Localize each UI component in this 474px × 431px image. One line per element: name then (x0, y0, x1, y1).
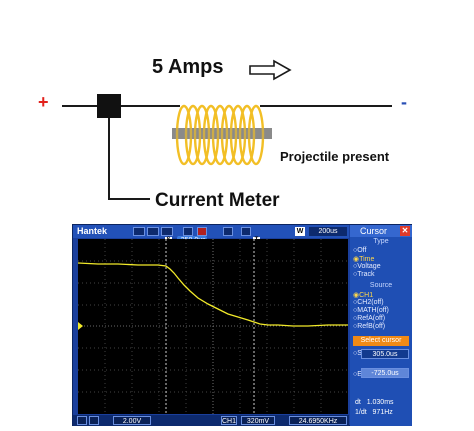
trigger-edge-icon[interactable] (183, 227, 193, 236)
cursor-s-radio[interactable]: ○S (353, 350, 362, 357)
mode-indicator: W (295, 227, 305, 236)
circuit-diagram (62, 59, 392, 200)
measure-icon[interactable] (147, 227, 159, 236)
inverse-dt-readout: 1/dt 971Hz (355, 409, 393, 416)
cursor-icon[interactable] (161, 227, 173, 236)
negative-terminal: - (401, 92, 407, 112)
type-option-time[interactable]: ◉Time (353, 256, 375, 263)
timebase-readout[interactable]: 200us (309, 227, 347, 236)
trigger-channel: CH1 (221, 416, 237, 425)
ch2-icon[interactable] (89, 416, 99, 425)
source-option-refa[interactable]: ○RefA(off) (353, 315, 386, 322)
meter-leader (108, 118, 150, 200)
record-icon[interactable] (197, 227, 207, 236)
source-option-ch2[interactable]: ○CH2(off) (353, 299, 384, 306)
save-icon[interactable] (223, 227, 233, 236)
oscilloscope-screen: Hantek W 200us S -250.0us T (72, 224, 412, 426)
waveform-icon[interactable] (133, 227, 145, 236)
type-option-voltage[interactable]: ○Voltage (353, 263, 381, 270)
cursor-e-radio[interactable]: ○E (353, 371, 362, 378)
dt-readout: dt 1.030ms (355, 399, 394, 406)
cursor-panel: Cursor ✕ Type ○Off ◉Time ○Voltage ○Track… (350, 225, 412, 426)
select-cursor-button[interactable]: Select cursor (353, 336, 409, 346)
cursor-e-value[interactable]: -725.0us (361, 368, 409, 378)
type-option-off[interactable]: ○Off (353, 247, 367, 254)
trigger-level[interactable]: 320mV (241, 416, 275, 425)
close-icon[interactable]: ✕ (400, 226, 410, 236)
source-option-ch1[interactable]: ◉CH1 (353, 292, 374, 299)
positive-terminal: + (38, 92, 49, 112)
scope-graticule (78, 239, 348, 414)
print-icon[interactable] (241, 227, 251, 236)
coil (175, 104, 265, 166)
ch1-scale[interactable]: 2.00V (113, 416, 151, 425)
source-option-math[interactable]: ○MATH(off) (353, 307, 389, 314)
meter-label: Current Meter (155, 190, 280, 211)
cursor-s-value[interactable]: 305.0us (361, 349, 409, 359)
meter-box (97, 94, 121, 118)
scope-top-bar: Hantek W 200us (73, 225, 349, 238)
arrow-right-icon (249, 59, 292, 81)
source-header: Source (369, 282, 393, 289)
scope-bottom-bar: 2.00V CH1 320mV 24.6950KHz (73, 415, 349, 426)
ch1-trace (78, 262, 348, 327)
ch1-level-marker[interactable] (78, 322, 83, 330)
ch1-icon[interactable] (77, 416, 87, 425)
type-header: Type (373, 238, 389, 245)
projectile-core-front (172, 128, 272, 139)
source-option-refb[interactable]: ○RefB(off) (353, 323, 386, 330)
current-label: 5 Amps (152, 56, 224, 78)
type-option-track[interactable]: ○Track (353, 271, 375, 278)
brand-logo: Hantek (77, 226, 108, 236)
projectile-label: Projectile present (280, 149, 390, 164)
cursor-panel-title: Cursor (350, 225, 412, 237)
frequency-readout: 24.6950KHz (289, 416, 347, 425)
